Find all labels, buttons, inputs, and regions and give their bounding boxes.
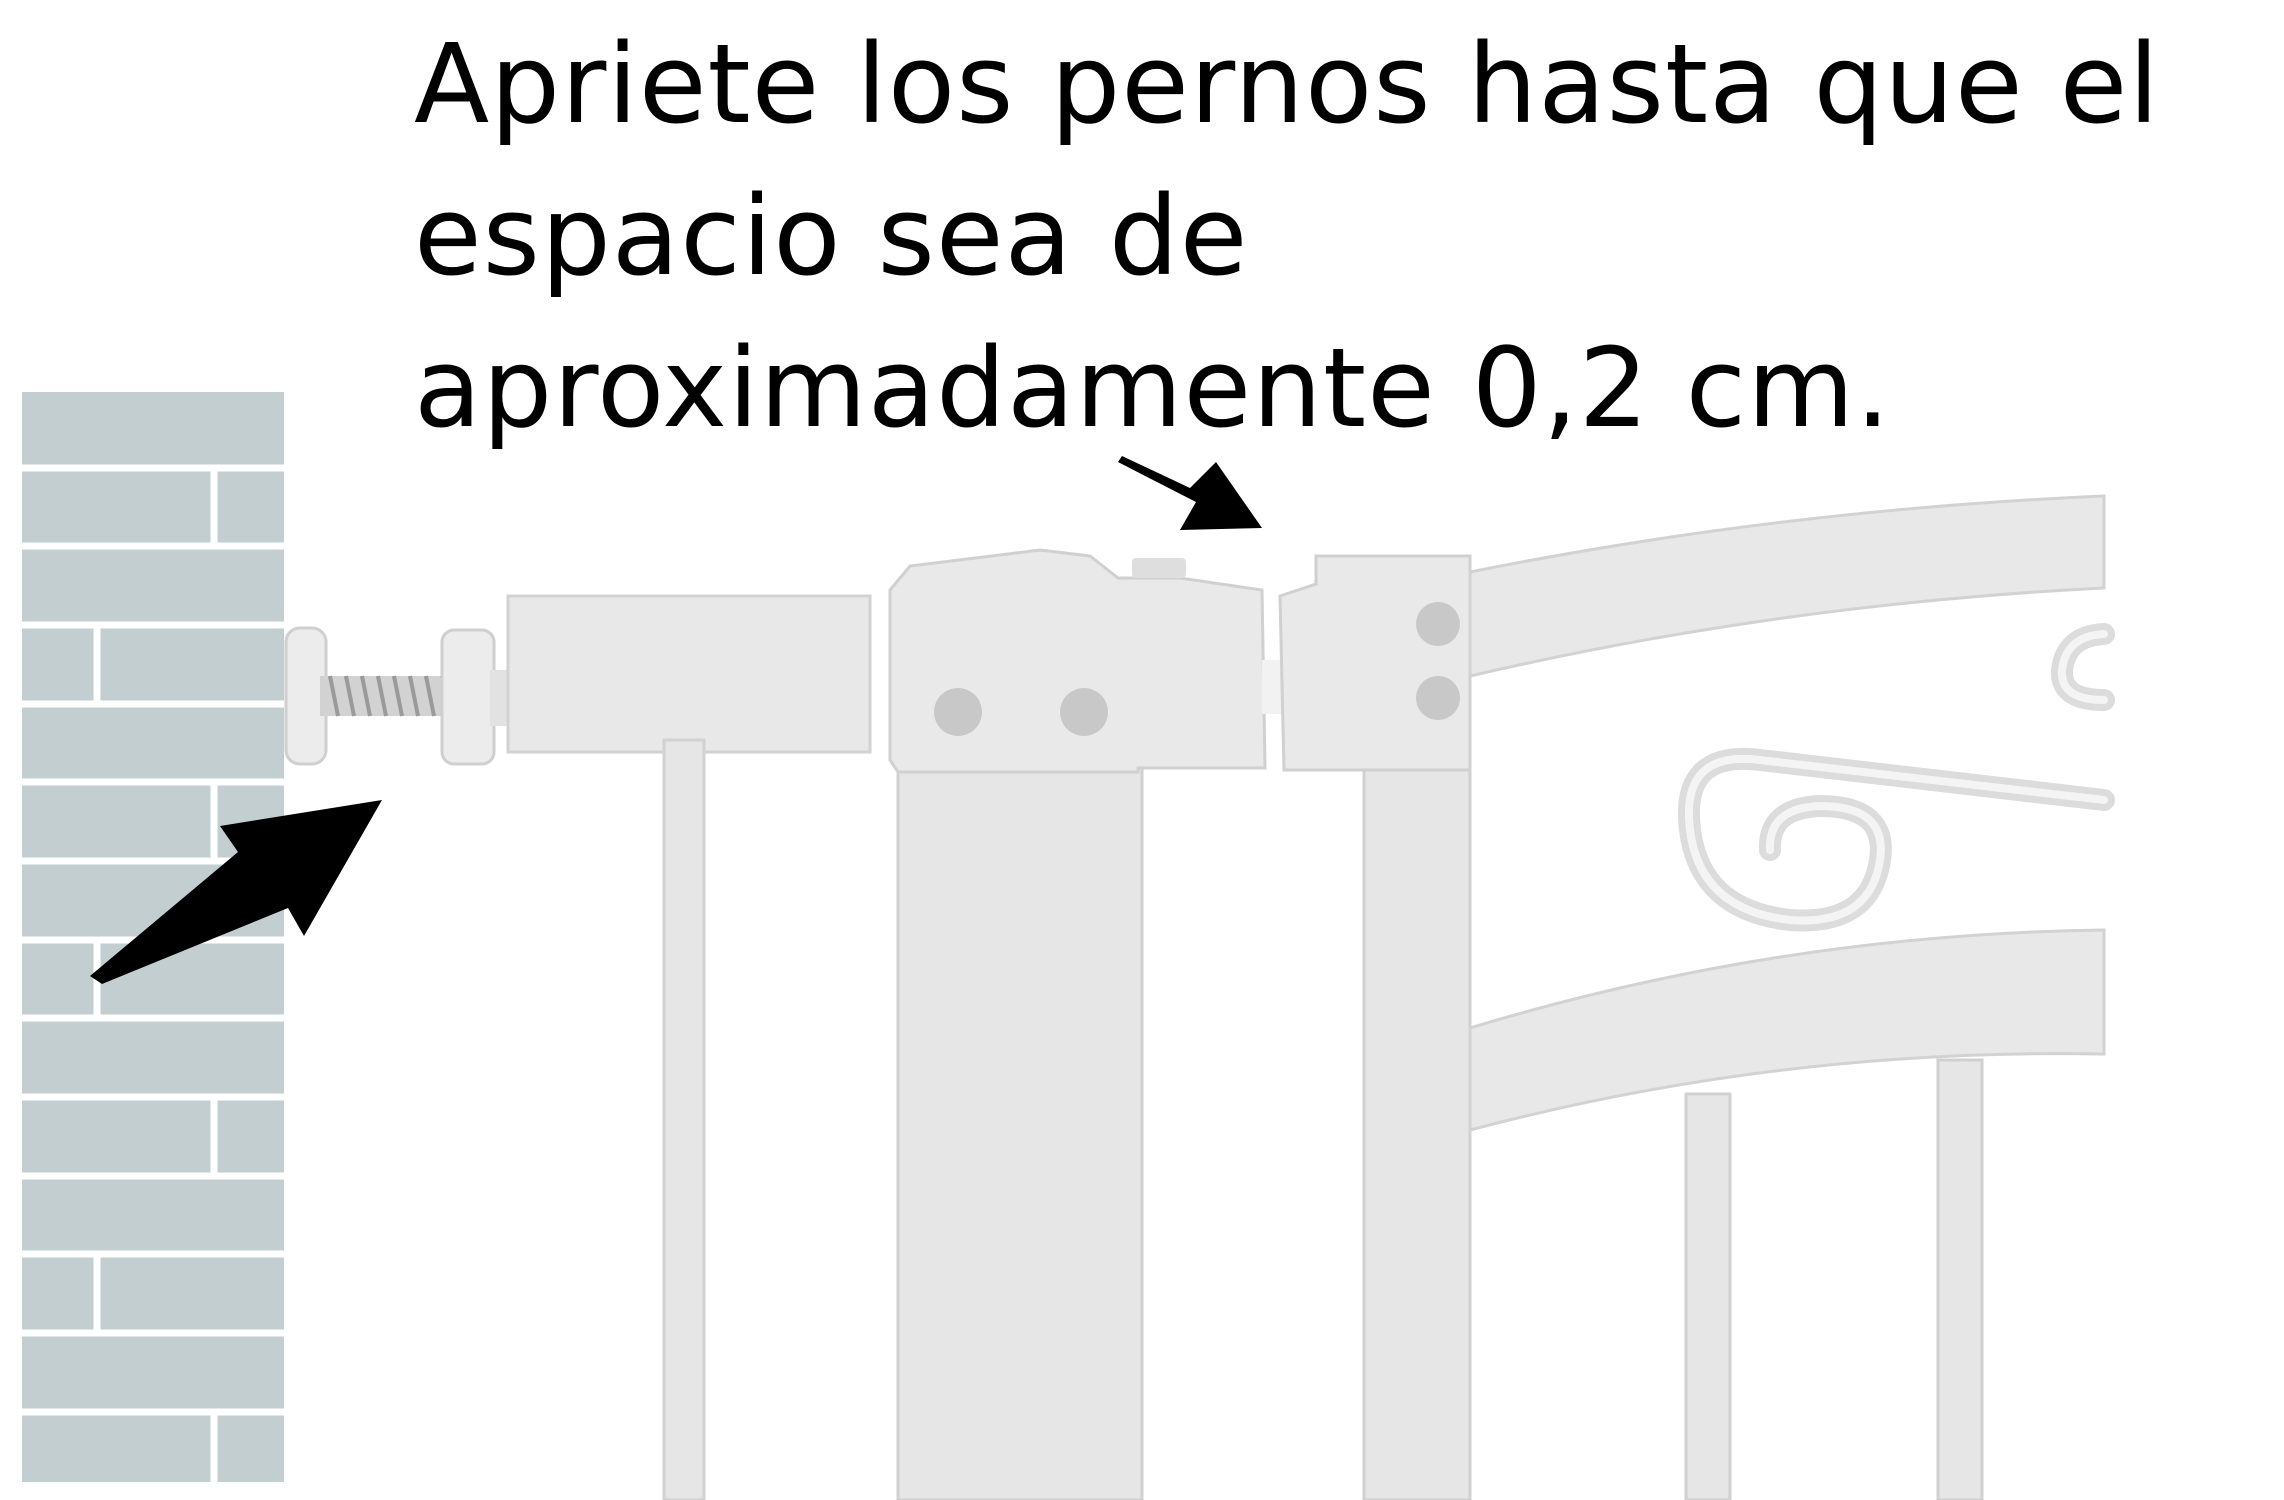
gate-door-connector [1278, 554, 1472, 1500]
extension-bar [506, 594, 872, 1500]
threaded-bolt-icon [284, 626, 510, 766]
gate-frame-post [888, 548, 1267, 1500]
gap-indicator [1262, 660, 1284, 714]
gate-top-rail [1468, 494, 2106, 678]
pointer-arrow-icon [90, 800, 382, 984]
brick-wall-icon [22, 392, 284, 1482]
gate-lower-rail [1468, 928, 2106, 1132]
pointer-arrow-icon [1118, 456, 1262, 530]
instruction-text: Apriete los pernos hasta que el espacio … [414, 20, 2160, 452]
gate-bars [1684, 1058, 1984, 1500]
